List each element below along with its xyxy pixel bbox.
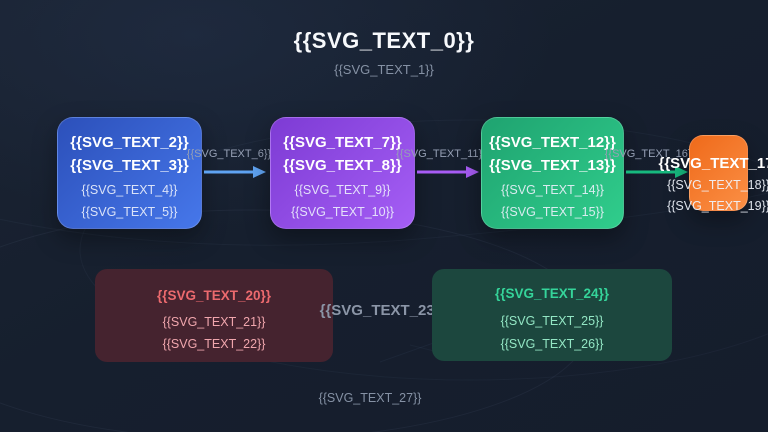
positive-panel-line1: {{SVG_TEXT_25}} <box>500 314 604 328</box>
node3-title-line2: {{SVG_TEXT_13}} <box>489 157 616 174</box>
node4-sub-line1: {{SVG_TEXT_18}} <box>667 178 768 192</box>
node4-sub-line2: {{SVG_TEXT_19}} <box>667 199 768 213</box>
node2-sub-line2: {{SVG_TEXT_10}} <box>291 205 394 219</box>
node4-title-line: {{SVG_TEXT_17}} <box>658 155 768 172</box>
node1-sub-line1: {{SVG_TEXT_4}} <box>81 183 178 197</box>
flow-node-2: {{SVG_TEXT_7}} {{SVG_TEXT_8}} {{SVG_TEXT… <box>270 117 415 229</box>
positive-panel-heading: {{SVG_TEXT_24}} <box>494 286 610 301</box>
node2-title-line1: {{SVG_TEXT_7}} <box>283 134 402 151</box>
arrow-2-icon <box>417 166 479 178</box>
diagram-title: {{SVG_TEXT_0}} <box>293 28 475 53</box>
arrow3-label: {{SVG_TEXT_16}} <box>604 148 696 160</box>
arrow-3-icon <box>626 166 688 178</box>
node2-title-line2: {{SVG_TEXT_8}} <box>283 157 402 174</box>
node3-sub-line2: {{SVG_TEXT_15}} <box>501 205 604 219</box>
comparison-panel-negative: {{SVG_TEXT_20}} {{SVG_TEXT_21}} {{SVG_TE… <box>95 269 333 362</box>
diagram-subtitle: {{SVG_TEXT_1}} <box>334 62 434 77</box>
arrow2-label: {{SVG_TEXT_11}} <box>396 148 486 160</box>
negative-panel-line1: {{SVG_TEXT_21}} <box>162 315 266 329</box>
node3-title-line1: {{SVG_TEXT_12}} <box>489 134 616 151</box>
node1-sub-line2: {{SVG_TEXT_5}} <box>81 205 178 219</box>
node1-title-line2: {{SVG_TEXT_3}} <box>70 157 189 174</box>
node1-title-line1: {{SVG_TEXT_2}} <box>70 134 189 151</box>
negative-panel-line2: {{SVG_TEXT_22}} <box>162 337 266 351</box>
node3-sub-line1: {{SVG_TEXT_14}} <box>501 183 604 197</box>
arrow-1-icon <box>204 166 266 178</box>
positive-panel-line2: {{SVG_TEXT_26}} <box>500 337 604 351</box>
negative-panel-heading: {{SVG_TEXT_20}} <box>156 288 272 303</box>
arrow1-label: {{SVG_TEXT_6}} <box>186 148 272 160</box>
versus-label: {{SVG_TEXT_23}} <box>319 302 447 319</box>
flow-node-3: {{SVG_TEXT_12}} {{SVG_TEXT_13}} {{SVG_TE… <box>481 117 624 229</box>
footer-caption: {{SVG_TEXT_27}} <box>318 391 422 405</box>
node2-sub-line1: {{SVG_TEXT_9}} <box>294 183 391 197</box>
comparison-panel-positive: {{SVG_TEXT_24}} {{SVG_TEXT_25}} {{SVG_TE… <box>432 269 672 361</box>
flow-node-4: {{SVG_TEXT_17}} {{SVG_TEXT_18}} {{SVG_TE… <box>659 135 768 213</box>
flow-node-1: {{SVG_TEXT_2}} {{SVG_TEXT_3}} {{SVG_TEXT… <box>57 117 202 229</box>
